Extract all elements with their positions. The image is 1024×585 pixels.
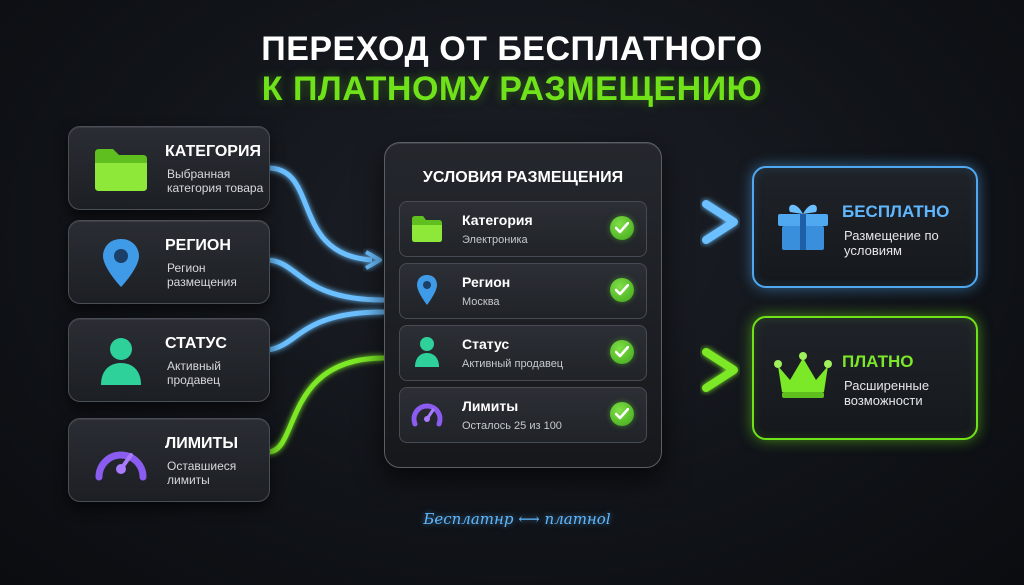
- link-arrowhead-left: [365, 250, 382, 270]
- arrow-to-paid-head: [702, 348, 738, 392]
- check-icon: [610, 216, 634, 240]
- gauge-icon: [95, 451, 147, 481]
- condition-row-status: Статус Активный продавец: [399, 325, 647, 381]
- user-icon: [415, 337, 439, 367]
- check-icon: [610, 278, 634, 302]
- input-subtitle: Оставшиеся лимиты: [167, 459, 237, 487]
- gauge-icon: [411, 403, 443, 427]
- input-card-limits: ЛИМИТЫ Оставшиеся лимиты: [68, 418, 270, 502]
- outcome-title: ПЛАТНО: [842, 352, 914, 371]
- condition-value: Осталось 25 из 100: [462, 420, 562, 432]
- outcome-subtitle: Размещение по условиям: [844, 228, 939, 258]
- condition-label: Лимиты: [462, 398, 519, 414]
- condition-label: Регион: [462, 274, 511, 290]
- check-icon: [610, 340, 634, 364]
- link-category: [267, 165, 373, 263]
- input-card-category: КАТЕГОРИЯ Выбранная категория товара: [68, 126, 270, 210]
- input-title: КАТЕГОРИЯ: [165, 143, 261, 160]
- outcome-subtitle: Расширенные возможности: [844, 378, 930, 408]
- gift-icon: [778, 204, 828, 250]
- user-icon: [101, 338, 141, 385]
- link-limits: [267, 355, 385, 455]
- input-title: ЛИМИТЫ: [165, 435, 238, 452]
- condition-value: Москва: [462, 296, 500, 308]
- input-card-region: РЕГИОН Регион размещения: [68, 220, 270, 304]
- arrow-to-free-head: [702, 200, 738, 244]
- input-title: РЕГИОН: [165, 237, 231, 254]
- outcome-title: БЕСПЛАТНО: [842, 202, 950, 221]
- title-line-1: ПЕРЕХОД ОТ БЕСПЛАТНОГО: [261, 30, 763, 68]
- condition-label: Статус: [462, 336, 510, 352]
- location-pin-icon: [103, 239, 139, 287]
- link-status: [267, 309, 385, 353]
- condition-row-limits: Лимиты Осталось 25 из 100: [399, 387, 647, 443]
- input-title: СТАТУС: [165, 335, 227, 352]
- crown-icon: [774, 352, 832, 398]
- condition-value: Активный продавец: [462, 358, 564, 370]
- conditions-title: УСЛОВИЯ РАЗМЕЩЕНИЯ: [422, 169, 624, 186]
- signature: Бесплатнр ⟷ платноl: [423, 510, 611, 528]
- check-icon: [610, 402, 634, 426]
- input-subtitle: Активный продавец: [167, 359, 221, 387]
- outcome-card-paid: ПЛАТНО Расширенные возможности: [752, 316, 978, 440]
- condition-row-region: Регион Москва: [399, 263, 647, 319]
- input-subtitle: Регион размещения: [167, 261, 237, 289]
- folder-icon: [95, 149, 147, 191]
- condition-row-category: Категория Электроника: [399, 201, 647, 257]
- condition-value: Электроника: [462, 234, 528, 246]
- title-line-2: К ПЛАТНОМУ РАЗМЕЩЕНИЮ: [261, 70, 763, 108]
- location-pin-icon: [417, 275, 437, 305]
- link-region: [267, 257, 385, 303]
- outcome-card-free: БЕСПЛАТНО Размещение по условиям: [752, 166, 978, 288]
- input-card-status: СТАТУС Активный продавец: [68, 318, 270, 402]
- input-subtitle: Выбранная категория товара: [167, 167, 264, 195]
- condition-label: Категория: [462, 212, 533, 228]
- conditions-panel: УСЛОВИЯ РАЗМЕЩЕНИЯ Категория Электроника…: [384, 142, 662, 468]
- folder-icon: [412, 216, 442, 242]
